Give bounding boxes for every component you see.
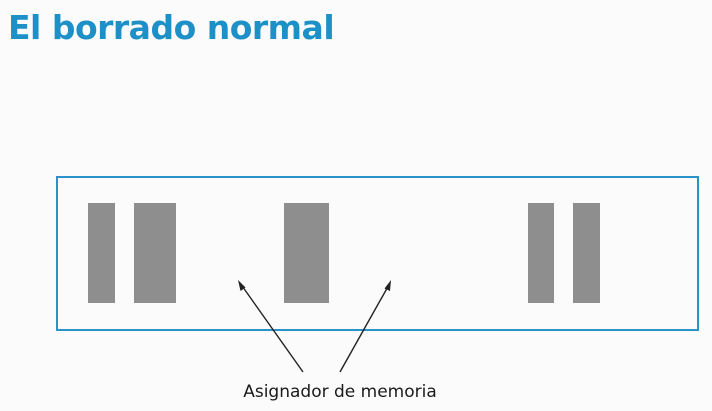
allocated-block-3 — [284, 203, 329, 303]
allocated-block-5 — [573, 203, 600, 303]
allocated-block-4 — [528, 203, 554, 303]
allocated-block-1 — [88, 203, 115, 303]
allocator-caption: Asignador de memoria — [243, 382, 437, 402]
allocated-block-2 — [134, 203, 176, 303]
slide-title: El borrado normal — [8, 8, 335, 47]
